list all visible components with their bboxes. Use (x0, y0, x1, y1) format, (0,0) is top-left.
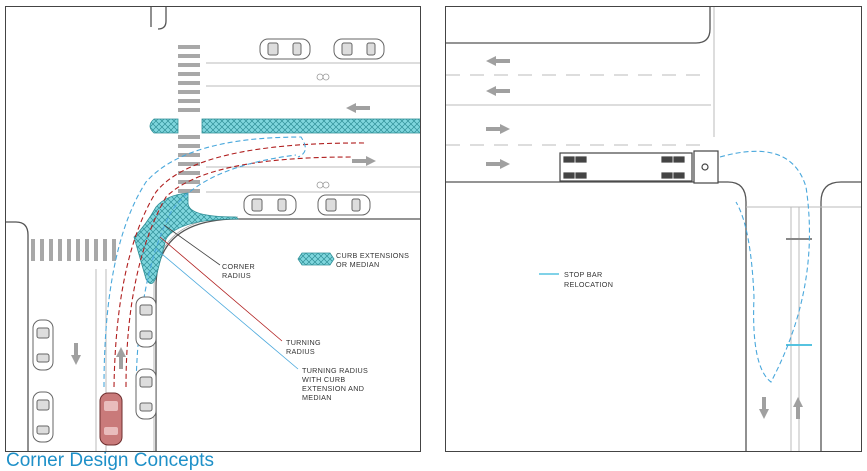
crosswalk-horizontal (31, 239, 116, 261)
diagram-labels: CORNER RADIUS TURNING RADIUS TURNING RAD… (222, 262, 368, 402)
dashed-lane-lines (446, 74, 701, 146)
turning-paths (103, 136, 367, 388)
turning-curb-label-1: TURNING RADIUS (302, 366, 368, 375)
right-diagram-panel: STOP BAR RELOCATION (445, 6, 862, 452)
legend-text-line1: CURB EXTENSIONS (336, 251, 409, 260)
legend-text-line2: OR MEDIAN (336, 260, 379, 269)
turning-radius-label-1: TURNING (286, 338, 321, 347)
stop-bar-legend: STOP BAR RELOCATION (564, 270, 613, 289)
lane-lines (95, 62, 420, 451)
turning-curb-label-4: MEDIAN (302, 393, 332, 402)
left-diagram-panel: CURB EXTENSIONS OR MEDIAN CORNER RADIUS … (5, 6, 421, 452)
turning-curb-label-3: EXTENSION AND (302, 384, 364, 393)
right-intersection-diagram: STOP BAR RELOCATION (446, 7, 861, 451)
stop-bar-label-1: STOP BAR (564, 270, 602, 279)
turning-radius-label-2: RADIUS (286, 347, 315, 356)
left-intersection-diagram: CURB EXTENSIONS OR MEDIAN CORNER RADIUS … (6, 7, 420, 451)
corner-radius-label-2: RADIUS (222, 271, 251, 280)
curb-extension-swatch (297, 252, 335, 266)
lane-arrows (486, 56, 803, 419)
curb-extension-legend: CURB EXTENSIONS OR MEDIAN (297, 251, 409, 269)
truck-turning-path (719, 150, 810, 383)
lane-arrows (71, 103, 376, 369)
lane-lines (446, 7, 861, 451)
curb-lines (446, 7, 861, 451)
stop-bar-label-2: RELOCATION (564, 280, 613, 289)
curb-extension-areas (133, 118, 420, 284)
truck-icon (559, 150, 719, 184)
highlight-car (99, 392, 123, 446)
crosswalk-vertical (178, 45, 200, 193)
corner-radius-label-1: CORNER (222, 262, 255, 271)
diagram-caption: Corner Design Concepts (6, 450, 215, 471)
label-leaders (155, 224, 299, 370)
turning-curb-label-2: WITH CURB (302, 375, 345, 384)
parked-cars (32, 38, 385, 443)
bike-lane-icon (316, 73, 330, 189)
